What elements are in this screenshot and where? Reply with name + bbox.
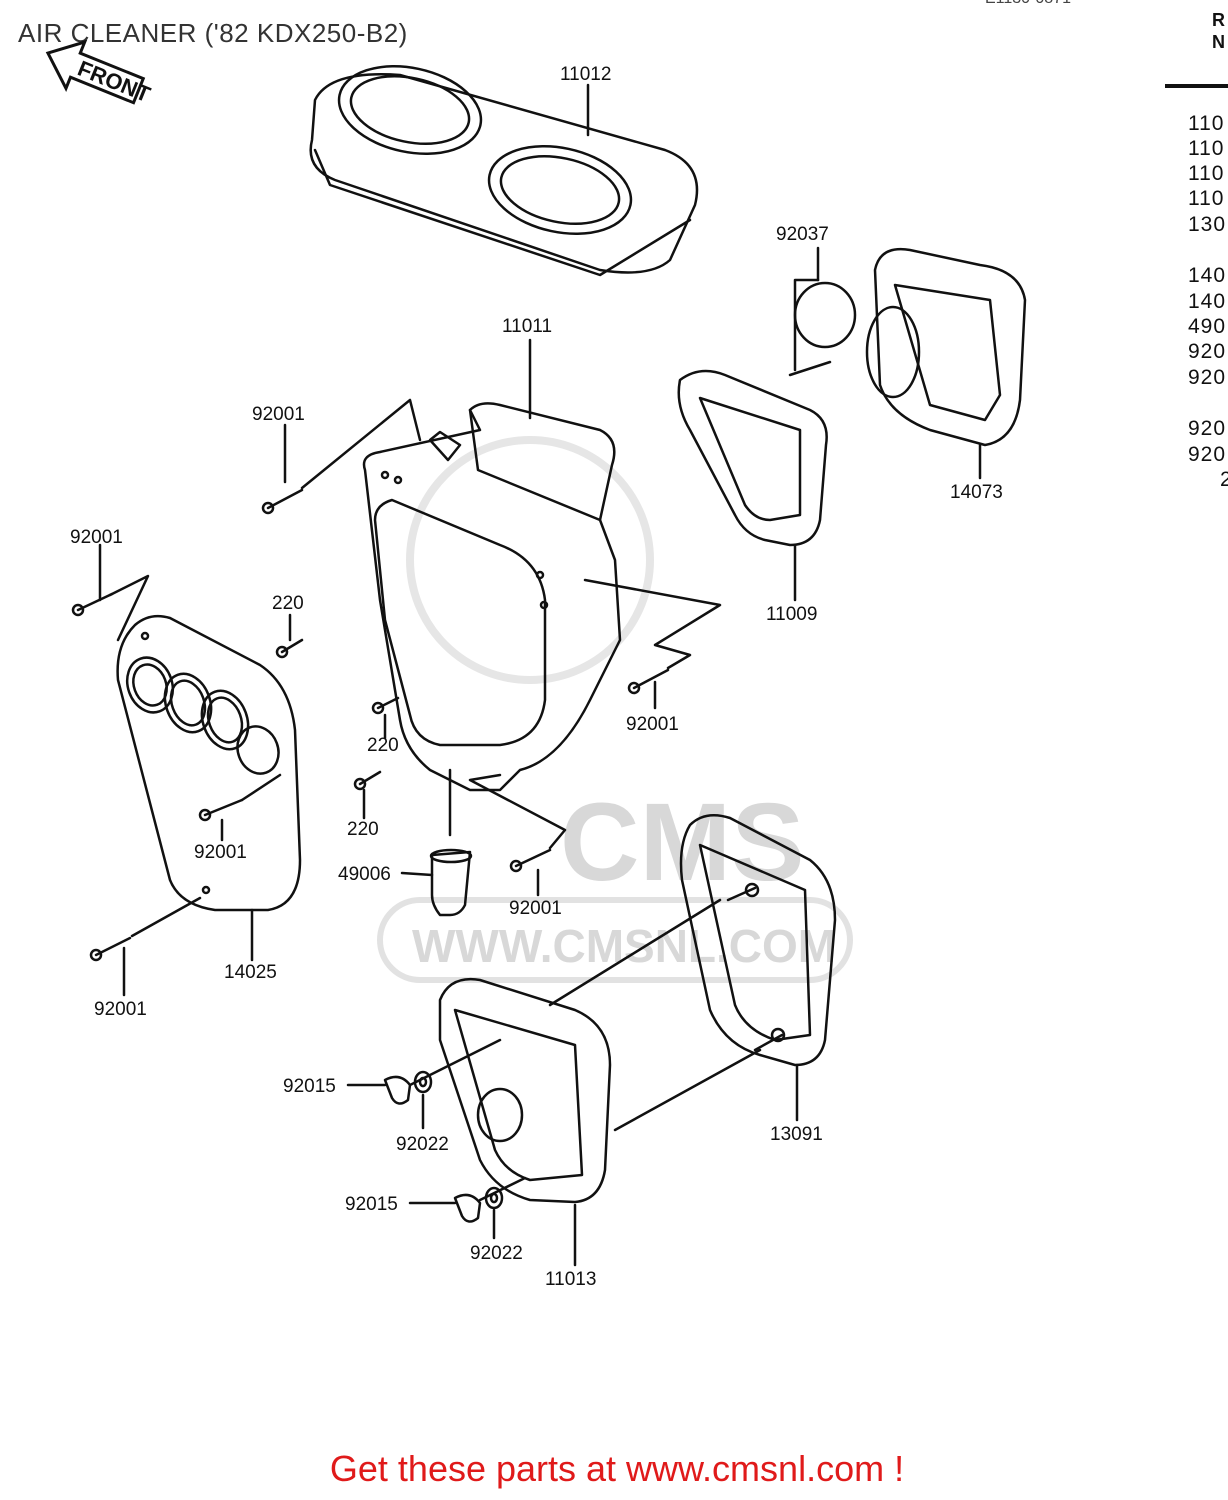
ref-item: 920 bbox=[1188, 366, 1227, 389]
ref-header-n: N bbox=[1212, 32, 1225, 52]
part-92001-label[interactable]: 92001 bbox=[509, 898, 562, 919]
filter-frame-13091 bbox=[679, 813, 837, 1122]
bolt-220-b bbox=[371, 696, 400, 740]
ref-item: 920 bbox=[1188, 443, 1227, 466]
ref-item: 920 bbox=[1188, 340, 1227, 363]
drain-cap-49006 bbox=[400, 768, 473, 917]
part-labels: 11012 92037 11011 92001 14073 92001 220 … bbox=[70, 64, 1003, 1290]
part-92001-label[interactable]: 92001 bbox=[626, 714, 679, 735]
part-14073-label[interactable]: 14073 bbox=[950, 482, 1003, 503]
bolt-92001-d bbox=[198, 773, 282, 842]
part-49006-label[interactable]: 49006 bbox=[338, 864, 391, 885]
part-92015-label[interactable]: 92015 bbox=[345, 1194, 398, 1215]
part-11012-label[interactable]: 11012 bbox=[560, 64, 611, 85]
ref-item: 140 bbox=[1188, 290, 1227, 313]
watermark-url: WWW.CMSNL.COM bbox=[412, 920, 836, 972]
ref-header-r: R bbox=[1212, 10, 1225, 30]
washer-92022-a bbox=[413, 1070, 433, 1130]
stud-13091-bottom bbox=[753, 1027, 786, 1052]
bolts bbox=[71, 398, 786, 1052]
cover-plate-14025 bbox=[116, 614, 302, 962]
gasket-11009 bbox=[677, 369, 828, 602]
ref-item: 920 bbox=[1188, 417, 1227, 440]
bolt-92001-c bbox=[583, 578, 722, 710]
part-11009-label[interactable]: 11009 bbox=[766, 604, 817, 625]
air-cleaner-case-11011 bbox=[362, 338, 622, 792]
part-92001-label[interactable]: 92001 bbox=[70, 527, 123, 548]
part-14025-label[interactable]: 14025 bbox=[224, 962, 277, 983]
part-11011-label[interactable]: 11011 bbox=[502, 316, 552, 337]
front-arrow: FRONT bbox=[45, 39, 154, 108]
part-92001-label[interactable]: 92001 bbox=[252, 404, 305, 425]
ref-item: 110 bbox=[1188, 162, 1225, 185]
ref-column-rule bbox=[1165, 84, 1228, 88]
part-13091-label[interactable]: 13091 bbox=[770, 1124, 823, 1145]
bolt-92001-f bbox=[89, 896, 202, 997]
shop-link-banner[interactable]: Get these parts at www.cmsnl.com ! bbox=[329, 1448, 905, 1489]
intake-duct-14073 bbox=[865, 247, 1027, 480]
ref-item: 110 bbox=[1188, 187, 1225, 210]
reference-code: E1130-0871 bbox=[985, 0, 1071, 8]
washer-92022-b bbox=[484, 1186, 504, 1240]
stud-13091-top bbox=[726, 882, 760, 902]
part-92037-label[interactable]: 92037 bbox=[776, 224, 829, 245]
ref-item: 490 bbox=[1188, 315, 1227, 338]
bolt-92001-b bbox=[71, 543, 150, 642]
bolt-92001-e bbox=[468, 773, 567, 897]
wing-nut-92015-b bbox=[408, 1176, 527, 1223]
bolt-220-a bbox=[275, 613, 304, 659]
ref-item: 110 bbox=[1188, 137, 1225, 160]
front-arrow-label: FRONT bbox=[74, 56, 154, 108]
ref-item: 110 bbox=[1188, 112, 1225, 135]
part-92015-label[interactable]: 92015 bbox=[283, 1076, 336, 1097]
air-filter-element-11012 bbox=[309, 65, 699, 277]
part-220-label[interactable]: 220 bbox=[347, 819, 379, 840]
part-92001-label[interactable]: 92001 bbox=[94, 999, 147, 1020]
bolt-220-c bbox=[353, 770, 382, 820]
watermark: CMS WWW.CMSNL.COM bbox=[377, 436, 853, 983]
part-220-label[interactable]: 220 bbox=[272, 593, 304, 614]
filter-cap-11013 bbox=[438, 898, 762, 1267]
part-92022-label[interactable]: 92022 bbox=[396, 1134, 449, 1155]
ref-item: 2 bbox=[1220, 468, 1228, 491]
part-220-label[interactable]: 220 bbox=[367, 735, 399, 756]
bolt-92001-a bbox=[261, 398, 422, 515]
ref-item: 130 bbox=[1188, 213, 1227, 236]
part-92022-label[interactable]: 92022 bbox=[470, 1243, 523, 1264]
ref-item: 140 bbox=[1188, 264, 1227, 287]
part-92001-label[interactable]: 92001 bbox=[194, 842, 247, 863]
hose-clamp-92037 bbox=[788, 246, 857, 377]
part-11013-label[interactable]: 11013 bbox=[545, 1269, 596, 1290]
